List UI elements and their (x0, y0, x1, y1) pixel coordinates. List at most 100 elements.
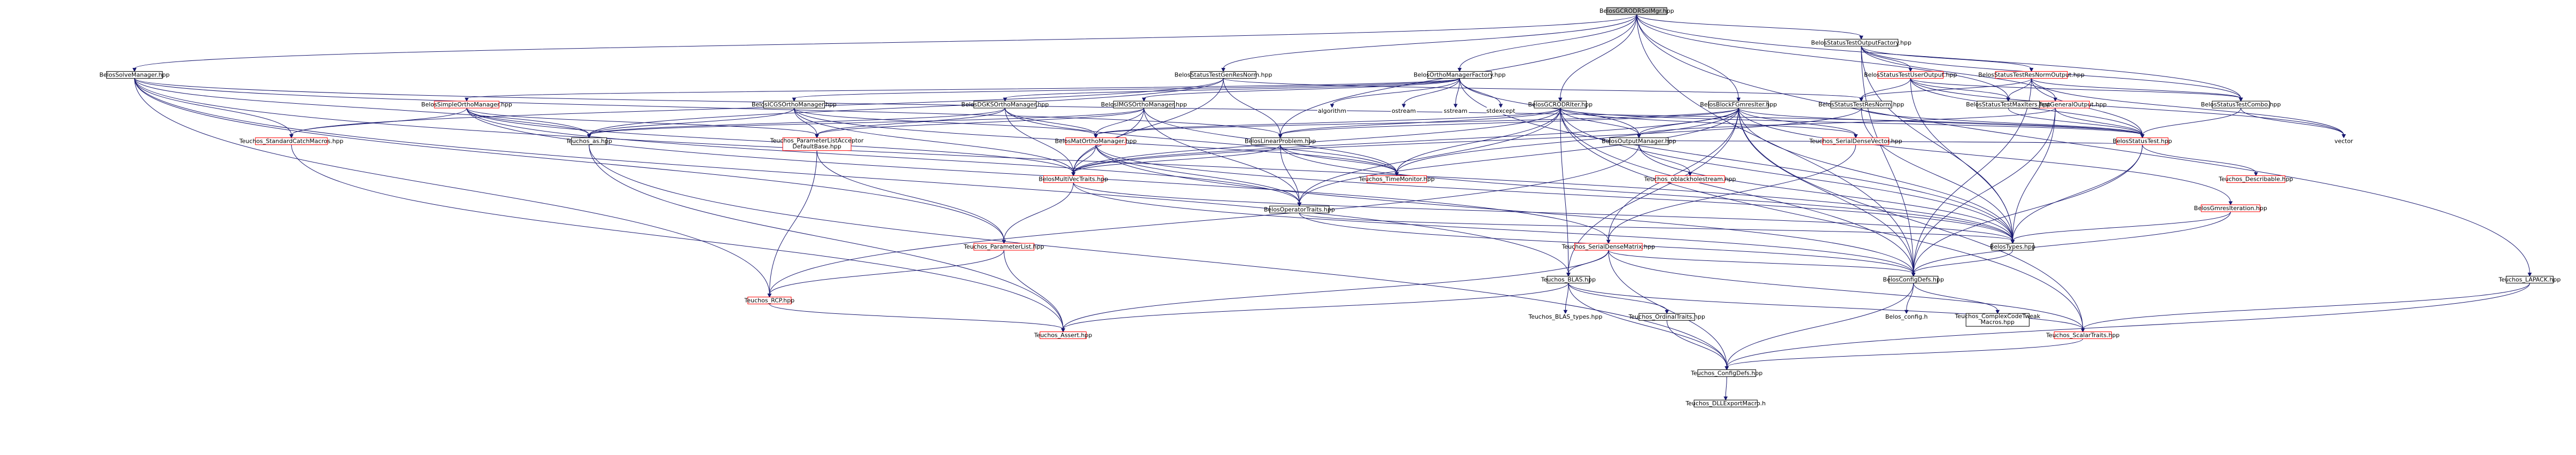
node-simpleortho[interactable]: BelosSimpleOrthoManager.hpp (421, 101, 512, 109)
edge-root-to-orthofactory (1457, 14, 1637, 72)
node-combo[interactable]: BelosStatusTestCombo.hpp (2201, 101, 2281, 109)
node-box (1638, 313, 1695, 321)
node-label: Teuchos_TimeMonitor.hpp (1359, 176, 1435, 183)
edge-root-to-solvemgr (132, 14, 1637, 72)
node-label: DefaultBase.hpp (792, 143, 841, 150)
node-oblackhole[interactable]: Teuchos_oblackholestream.hpp (1644, 175, 1736, 183)
node-orthofactory[interactable]: BelosOrthoManagerFactory.hpp (1414, 71, 1505, 79)
node-resnorm[interactable]: BelosStatusTestResNorm.hpp (1818, 101, 1904, 109)
node-label: BelosSolveManager.hpp (99, 72, 170, 79)
node-stdexcept[interactable]: stdexcept (1486, 107, 1516, 114)
node-ostream[interactable]: ostream (1391, 107, 1417, 114)
node-useroutput[interactable]: BelosStatusTestUserOutput.hpp (1864, 71, 1957, 79)
node-gmresiter[interactable]: BelosGmresIteration.hpp (2194, 204, 2267, 212)
node-box (782, 137, 852, 151)
node-dgksortho[interactable]: BelosDGKSOrthoManager.hpp (961, 101, 1049, 109)
node-imgsortho[interactable]: BelosIMGSOrthoManager.hpp (1101, 101, 1187, 109)
node-box (1977, 101, 2040, 109)
node-box (1888, 313, 1924, 321)
edge-orthofactory-to-dgksortho (1003, 78, 1460, 102)
node-box (1609, 137, 1669, 145)
edge-soltest-to-resnormoutput (1861, 46, 2034, 72)
node-box (973, 243, 1035, 251)
node-configdefs[interactable]: BelosConfigDefs.hpp (1883, 276, 1944, 284)
node-sstream[interactable]: sstream (1442, 107, 1469, 114)
node-operator[interactable]: BelosOperatorTraits.hpp (1264, 205, 1335, 213)
node-asrcp[interactable]: Teuchos_as.hpp (565, 137, 612, 145)
node-assert[interactable]: Teuchos_Assert.hpp (1034, 331, 1092, 340)
node-outmgr[interactable]: BelosOutputManager.hpp (1602, 137, 1676, 145)
node-label: Teuchos_StandardCatchMacros.hpp (239, 138, 344, 145)
node-tconfigdefs[interactable]: Teuchos_ConfigDefs.hpp (1690, 369, 1762, 377)
node-placcept[interactable]: Teuchos_ParameterListAcceptorDefaultBase… (770, 137, 864, 151)
node-label: Belos_config.h (1885, 313, 1927, 320)
node-genresnorm[interactable]: BelosStatusTestGenResNorm.hpp (1174, 71, 1272, 79)
node-serialdenvec[interactable]: Teuchos_SerialDenseVector.hpp (1809, 137, 1902, 145)
edge-matortho-to-operator (1095, 144, 1302, 207)
node-resnormoutput[interactable]: BelosStatusTestResNormOutput.hpp (1978, 71, 2085, 79)
node-ordinal[interactable]: Teuchos_OrdinalTraits.hpp (1628, 313, 1705, 321)
node-solvemgr[interactable]: BelosSolveManager.hpp (99, 71, 170, 79)
node-stdcatch[interactable]: Teuchos_StandardCatchMacros.hpp (239, 137, 344, 145)
node-gcrodriter[interactable]: BelosGCRODRIter.hpp (1528, 101, 1593, 109)
node-timemon[interactable]: Teuchos_TimeMonitor.hpp (1359, 175, 1435, 183)
node-label: Teuchos_ParameterListAcceptor (770, 137, 864, 144)
edge-outmgr-to-rcp (767, 144, 1640, 298)
node-box (1190, 71, 1256, 79)
node-multivec[interactable]: BelosMultiVecTraits.hpp (1039, 175, 1108, 183)
node-describable[interactable]: Teuchos_Describable.hpp (2218, 175, 2293, 183)
node-statustest[interactable]: BelosStatusTest.hpp (2113, 137, 2172, 145)
node-dllexport[interactable]: Teuchos_DLLExportMacro.h (1685, 399, 1766, 407)
edge-cgsortho-to-asrcp (587, 107, 794, 138)
node-box (1040, 331, 1087, 340)
node-box (1269, 205, 1330, 213)
node-belosconfig[interactable]: Belos_config.h (1885, 313, 1927, 321)
edge-genresnorm-to-resnorm (1223, 78, 1863, 102)
node-box (106, 71, 163, 79)
node-matortho[interactable]: BelosMatOrthoManager.hpp (1055, 137, 1137, 145)
node-types[interactable]: BelosTypes.hpp (1990, 243, 2035, 251)
node-blockfgmres[interactable]: BelosBlockFGmresIter.hpp (1700, 101, 1777, 109)
edge-solvemgr-to-stdcatch (134, 78, 294, 138)
node-label: Teuchos_SerialDenseVector.hpp (1809, 138, 1902, 145)
node-box (1113, 101, 1175, 109)
node-linprob[interactable]: BelosLinearProblem.hpp (1245, 137, 1316, 145)
node-blas[interactable]: Teuchos_BLAS.hpp (1541, 276, 1596, 284)
node-rcp[interactable]: Teuchos_RCP.hpp (744, 297, 795, 305)
edge-multivec-to-configdefs (1073, 182, 1916, 277)
edge-lapack-to-scalartraits (2081, 283, 2530, 333)
node-vector[interactable]: vector (2333, 137, 2354, 145)
edge-configdefs-to-tconfigdefs (1724, 283, 1914, 371)
node-label: Teuchos_Assert.hpp (1034, 332, 1092, 339)
node-serialdenmat[interactable]: Teuchos_SerialDenseMatrix.hpp (1562, 243, 1655, 251)
edge-solvemgr-to-rcp (134, 78, 772, 298)
node-box (1547, 276, 1590, 284)
node-label: Teuchos_BLAS.hpp (1541, 276, 1596, 283)
node-label: Teuchos_BLAS_types.hpp (1528, 313, 1602, 320)
node-box (2054, 331, 2112, 340)
edge-solvemgr-to-blas (134, 78, 1571, 277)
edge-orthofactory-to-ostream (1401, 78, 1460, 109)
edge-orthofactory-to-cgsortho (792, 78, 1460, 102)
node-algorithm[interactable]: algorithm (1317, 107, 1347, 114)
node-soltest[interactable]: BelosStatusTestOutputFactory.hpp (1811, 38, 1911, 47)
node-lapack[interactable]: Teuchos_LAPACK.hpp (2498, 276, 2561, 284)
node-label: sstream (1444, 107, 1467, 114)
node-cgsortho[interactable]: BelosICGSOrthoManager.hpp (752, 101, 837, 109)
node-box (1486, 107, 1516, 114)
node-label: BelosMatOrthoManager.hpp (1055, 138, 1137, 145)
node-maxiters[interactable]: BelosStatusTestMaxIters.hpp (1966, 101, 2050, 109)
node-label: BelosGCRODRIter.hpp (1528, 101, 1593, 108)
node-blastypes[interactable]: Teuchos_BLAS_types.hpp (1528, 313, 1602, 321)
edge-outmgr-to-oblackhole (1638, 144, 1692, 176)
node-label: BelosICGSOrthoManager.hpp (752, 101, 837, 108)
edge-blockfgmres-to-serialdenvec (1738, 107, 1858, 138)
edge-serialdenvec-to-serialdenmat (1606, 144, 1856, 244)
node-label: BelosTypes.hpp (1990, 243, 2035, 250)
node-scalartraits[interactable]: Teuchos_ScalarTraits.hpp (2046, 331, 2120, 340)
node-paramlist[interactable]: Teuchos_ParameterList.hpp (963, 243, 1044, 251)
node-box (1536, 313, 1595, 321)
edge-orthofactory-to-stdexcept (1459, 78, 1503, 109)
node-box (1065, 137, 1127, 145)
